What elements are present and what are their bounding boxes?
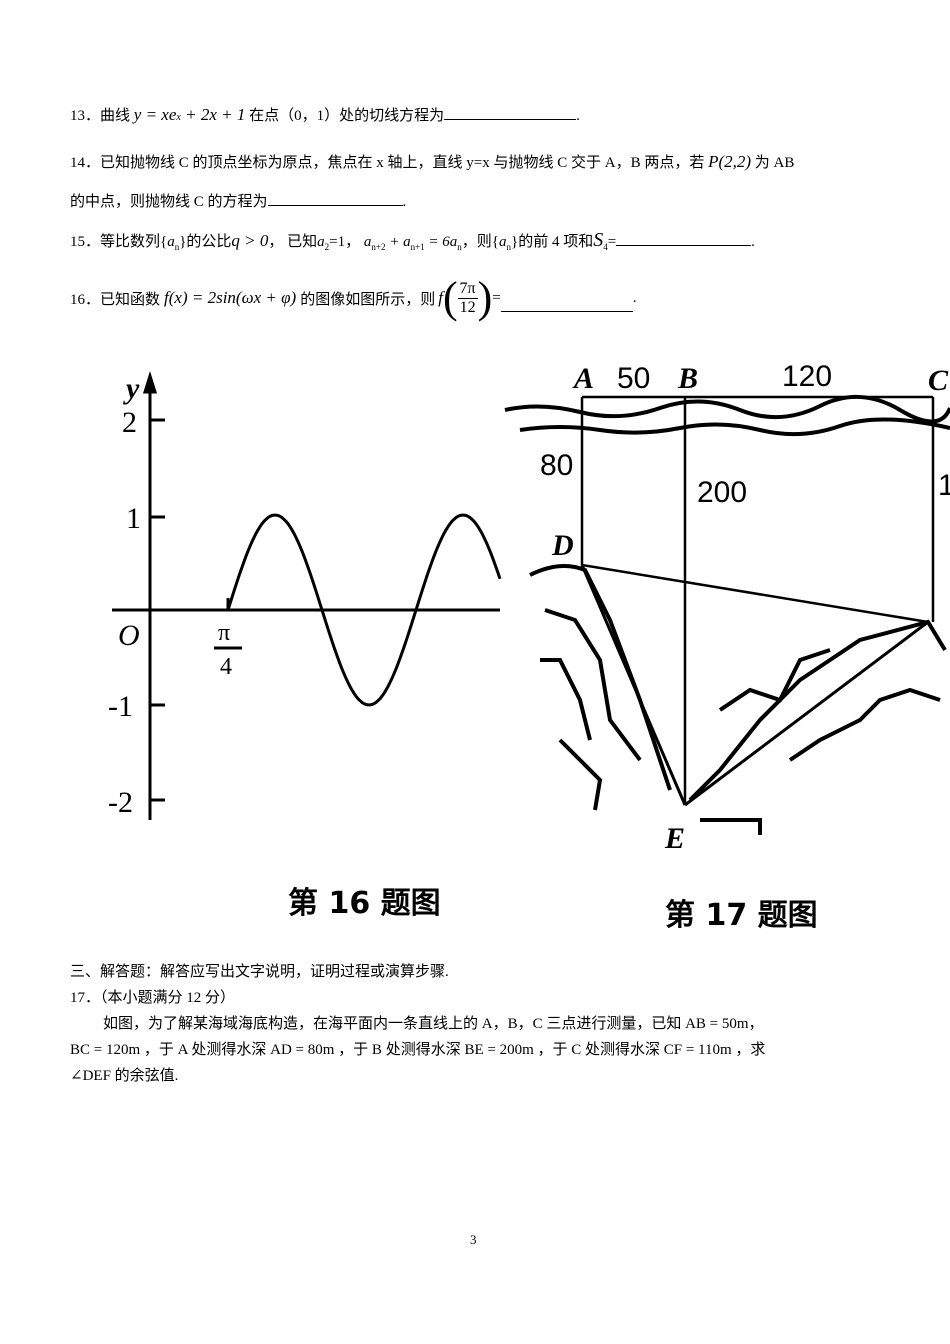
figure-16-graph: y 2 1 -1 -2 O π 4: [108, 370, 502, 820]
figure-16-caption: 第 16 题图: [288, 886, 441, 921]
text: =1，: [329, 234, 361, 250]
text: =: [607, 234, 617, 250]
tick-1: 1: [126, 502, 141, 535]
y-label: y: [123, 372, 140, 405]
y-axis-arrow: [142, 370, 158, 394]
origin-label: O: [118, 619, 140, 652]
var: a: [499, 234, 507, 250]
q-number: 15．: [70, 234, 101, 250]
label-c: C: [928, 364, 949, 397]
text: ，则{: [461, 234, 499, 250]
text: ， 已知: [268, 234, 318, 250]
cond: q > 0: [231, 231, 269, 250]
text: 在点（0，1）处的切线方程为: [249, 108, 445, 124]
var: a: [167, 234, 175, 250]
text: 已知抛物线 C 的顶点坐标为原点，焦点在 x 轴上，直线 y=x 与抛物线 C …: [100, 155, 705, 171]
figure-17-caption: 第 17 题图: [665, 898, 818, 933]
four-label: 4: [220, 654, 232, 680]
period: .: [632, 289, 637, 306]
question-17-line1: 如图，为了解某海域海底构造，在海平面内一条直线上的 A，B，C 三点进行测量，已…: [103, 1016, 764, 1032]
answer-blank[interactable]: [267, 191, 403, 206]
question-17-line3: ∠DEF 的余弦值.: [70, 1068, 179, 1084]
sub: n+1: [410, 242, 425, 252]
figure-17-diagram: A B C D E 50 120 80 200 1: [504, 360, 950, 855]
question-14-cont: 的中点，则抛物线 C 的方程为.: [70, 190, 406, 211]
question-13: 13．曲线 y = xex + 2x + 1 在点（0，1）处的切线方程为.: [70, 104, 580, 125]
q-number: 14．: [70, 155, 101, 171]
sub: n: [174, 242, 180, 252]
question-16: 16．已知函数 f(x) = 2sin(ωx + φ) 的图像如图所示，则 f …: [70, 273, 637, 322]
sub: 2: [324, 242, 330, 252]
section-3-heading: 三、解答题：解答应写出文字说明，证明过程或演算步骤.: [70, 964, 449, 980]
var: a: [363, 234, 372, 250]
tick-2: 2: [122, 406, 137, 439]
numerator: 7π: [459, 279, 476, 297]
text: 为 AB: [754, 155, 795, 171]
formula-rest: + 2x + 1: [180, 105, 246, 124]
text: }的前 4 项和: [511, 234, 594, 250]
label-b: B: [677, 362, 698, 395]
q-number: 13．: [70, 108, 101, 124]
length-bc: 120: [782, 360, 832, 393]
tick-neg2: -2: [108, 786, 133, 819]
label-e: E: [664, 822, 685, 855]
answer-blank[interactable]: [616, 231, 752, 246]
pi-label: π: [218, 620, 230, 646]
q-number: 16．: [70, 291, 101, 308]
sub: 4: [603, 242, 608, 252]
sub: n: [457, 242, 462, 252]
period: .: [576, 108, 580, 124]
formula: f(x) = 2sin(ωx + φ): [164, 288, 297, 307]
formula-exp: x: [176, 112, 181, 123]
text: 已知函数: [100, 291, 161, 308]
depth-ad: 80: [540, 449, 573, 482]
text: 等比数列{: [100, 234, 168, 250]
var: S: [593, 229, 604, 251]
var: a: [317, 234, 325, 250]
text: }的公比: [179, 234, 232, 250]
period: .: [402, 194, 407, 210]
question-17-line2: BC = 120m ，于 A 处测得水深 AD = 80m ，于 B 处测得水深…: [70, 1042, 766, 1058]
page-number: 3: [470, 1232, 477, 1247]
sub: n+2: [371, 242, 386, 252]
sub: n: [506, 242, 512, 252]
period: .: [751, 234, 755, 250]
answer-blank[interactable]: [500, 297, 633, 312]
var: + a: [385, 234, 411, 250]
depth-be: 200: [697, 476, 747, 509]
question-17-title: 17．（本小题满分 12 分）: [70, 990, 236, 1006]
formula: y = xe: [133, 105, 177, 124]
equals: =: [492, 289, 501, 306]
text: 曲线: [100, 108, 131, 124]
label-a: A: [572, 362, 594, 395]
answer-blank[interactable]: [444, 105, 577, 120]
var: = 6a: [424, 234, 458, 250]
point: P(2,2): [708, 152, 752, 171]
text: 的中点，则抛物线 C 的方程为: [70, 194, 268, 210]
f: f: [438, 288, 443, 307]
text: 的图像如图所示，则: [300, 291, 436, 308]
depth-cf: 1: [938, 469, 950, 502]
denominator: 12: [457, 297, 478, 316]
question-15: 15．等比数列{an}的公比q > 0， 已知a2=1， an+2 + an+1…: [70, 229, 755, 252]
question-14: 14．已知抛物线 C 的顶点坐标为原点，焦点在 x 轴上，直线 y=x 与抛物线…: [70, 151, 794, 172]
tick-neg1: -1: [108, 690, 133, 723]
length-ab: 50: [617, 362, 650, 395]
sine-curve: [226, 513, 502, 707]
label-d: D: [551, 529, 574, 562]
